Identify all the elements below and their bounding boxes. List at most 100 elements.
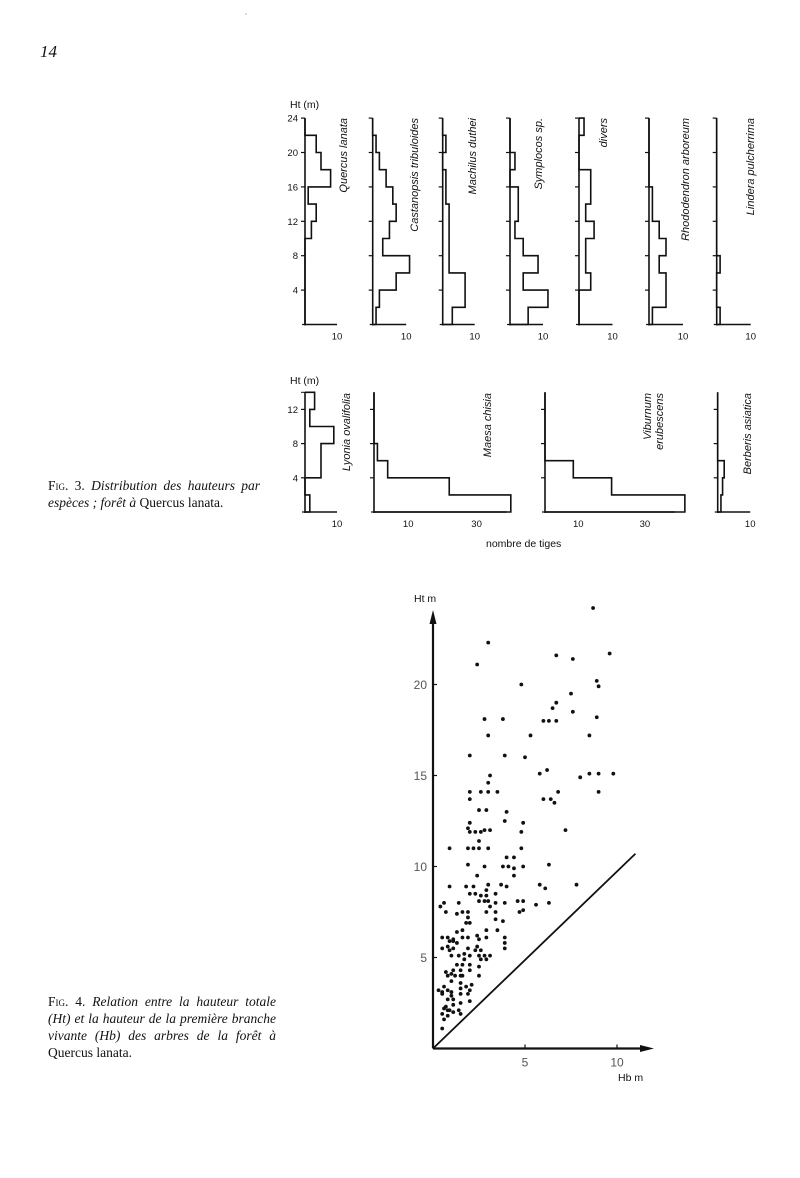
viburnum-erubescens-bin-4-6 (545, 461, 573, 478)
viburnum-erubescens-bin-0-2 (545, 495, 685, 512)
fig4-data-point (445, 944, 450, 949)
fig4-data-point (607, 651, 612, 656)
fig4-data-point (563, 828, 568, 832)
fig4-data-point (451, 968, 456, 973)
fig4-data-point (471, 846, 476, 851)
species-label-word: Viburnum (642, 393, 654, 440)
fig4-data-point (570, 657, 575, 661)
fig4-data-point (587, 771, 592, 776)
fig4-data-point (475, 873, 480, 878)
species-label-viburnum-erubescens: Viburnumerubescens (642, 393, 666, 450)
fig4-data-point (449, 979, 454, 984)
figure-4-text: Relation entre la hauteur totale (Ht) et… (48, 994, 276, 1043)
fig4-data-point (478, 789, 483, 794)
quercus-lanata-bin-18-20 (305, 153, 321, 170)
fig4-data-point (467, 921, 472, 925)
fig4-data-point (486, 846, 491, 851)
fig4-data-point (445, 935, 450, 940)
fig4-data-point (488, 904, 492, 909)
fig4-data-point (482, 717, 487, 721)
fig4-data-point (440, 992, 445, 996)
fig4-data-point (445, 1013, 450, 1018)
fig4-data-point (473, 830, 478, 834)
fig4-data-point (504, 884, 509, 889)
figure-4-label: Fig. 4. (48, 994, 86, 1009)
fig4-data-point (460, 910, 465, 914)
fig4-data-point (477, 937, 481, 942)
fig4-data-point (466, 910, 470, 914)
fig4-data-point (442, 1006, 446, 1011)
fig4-data-point (455, 941, 459, 945)
fig4-data-point (519, 682, 524, 687)
fig4-data-point (484, 910, 489, 914)
fig4-data-point (482, 864, 487, 869)
symplocos-sp-bin-6-8 (510, 256, 538, 273)
fig4-data-point (478, 830, 483, 834)
lyonia-ovalifolia-bin-0-2 (305, 495, 310, 512)
lyonia-ovalifolia-bin-8-10 (305, 427, 334, 444)
lyonia-ovalifolia-bin-6-8 (305, 444, 321, 461)
fig4-data-point (596, 789, 601, 794)
fig4-data-point (596, 684, 601, 689)
fig4-data-point (547, 719, 551, 723)
divers-bin-6-8 (579, 256, 586, 273)
fig4-data-point (467, 999, 472, 1004)
maesa-chisia-bin-6-8 (374, 444, 377, 461)
machilus-duthei-histogram-outline (441, 118, 466, 326)
lyonia-ovalifolia-bin-12-14 (305, 392, 315, 409)
fig4-data-point (502, 935, 507, 940)
fig4-data-point (477, 973, 481, 978)
species-label-berberis-asiatica: Berberis asiatica (742, 393, 754, 474)
fig4-data-point (554, 719, 559, 723)
fig4-data-point (521, 899, 526, 903)
fig4-data-point (467, 988, 472, 993)
rhododendron-arboreum-xtick-label-10: 10 (678, 332, 689, 343)
symplocos-sp-xtick-label-10: 10 (538, 332, 549, 343)
castanopsis-tribuloides-bin-10-12 (373, 221, 390, 238)
fig4-data-point (460, 935, 465, 940)
fig4-data-point (501, 717, 505, 721)
fig4-data-point (502, 941, 507, 945)
fig4-ytick-label-15: 15 (414, 769, 428, 783)
symplocos-sp-bin-10-12 (510, 221, 515, 238)
fig4-data-point (547, 901, 551, 905)
fig4-data-point (521, 908, 526, 913)
fig4-data-point (453, 973, 457, 978)
symplocos-sp-bin-4-6 (510, 273, 523, 290)
quercus-lanata-bin-16-18 (305, 170, 331, 187)
fig4-data-point (440, 946, 445, 951)
fig4-data-point (467, 789, 472, 794)
fig4-data-point (501, 864, 505, 869)
fig3-top-ylabel: Ht (m) (290, 99, 319, 111)
fig4-data-point (451, 939, 456, 944)
castanopsis-tribuloides-bin-6-8 (373, 256, 410, 273)
castanopsis-tribuloides-xtick-label-10: 10 (401, 332, 412, 343)
fig4-data-point (548, 797, 553, 802)
maesa-chisia-bin-0-2 (374, 495, 511, 512)
rhododendron-arboreum-bin-0-2 (649, 307, 652, 324)
fig4-data-point (611, 771, 616, 776)
fig4-data-point (502, 819, 507, 823)
fig4-data-point (458, 1001, 463, 1005)
berberis-asiatica-bin-0-2 (718, 495, 721, 512)
figure-4-species: Quercus lanata. (48, 1045, 132, 1060)
fig4-data-point (570, 709, 575, 714)
figure-3-caption: Fig. 3. Distribution des hauteurs par es… (48, 477, 260, 511)
fig4-data-point (534, 902, 538, 907)
fig4-ytick-label-5: 5 (420, 951, 427, 965)
machilus-duthei-xtick-label-10: 10 (469, 332, 480, 343)
machilus-duthei-bin-10-12 (443, 221, 449, 238)
fig4-data-point (537, 882, 542, 887)
fig4-x-axis-arrow-icon (640, 1045, 654, 1052)
fig4-data-point (458, 968, 463, 973)
fig4-data-point (504, 855, 509, 860)
fig4-ytick-label-20: 20 (414, 678, 428, 692)
fig4-data-point (484, 957, 489, 962)
quercus-lanata-xtick-label-10: 10 (332, 332, 343, 343)
fig4-data-point (455, 911, 459, 916)
castanopsis-tribuloides-bin-16-18 (373, 170, 386, 187)
fig4-data-point (486, 789, 491, 794)
fig4-data-point (521, 820, 526, 825)
fig4-data-point (486, 733, 491, 738)
fig4-xtick-label-10: 10 (610, 1056, 624, 1070)
